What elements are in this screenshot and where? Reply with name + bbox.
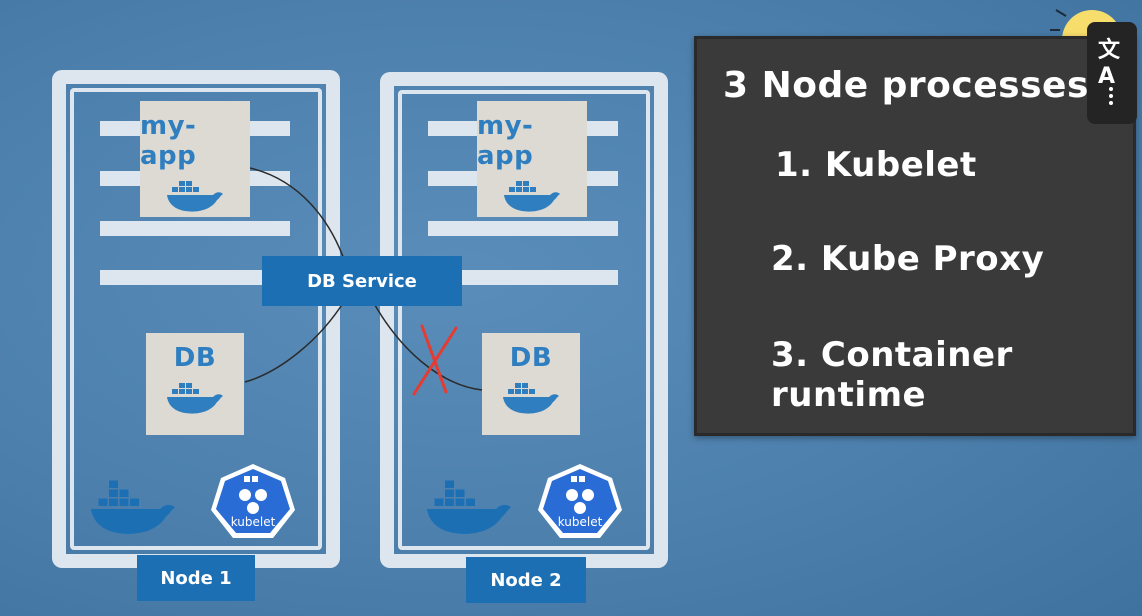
pod-label: DB [509, 343, 553, 373]
docker-whale-icon [504, 181, 560, 212]
app-to-service-line [249, 167, 346, 263]
node-1-bar [100, 221, 290, 236]
service-to-db1-line [244, 299, 346, 383]
overlay-toolbar: 文A [1087, 22, 1137, 124]
node-1-box [52, 70, 340, 568]
node-1-label: Node 1 [137, 555, 255, 601]
translate-icon[interactable]: 文A [1098, 38, 1121, 89]
pod-label: DB [173, 343, 217, 373]
db-service-box: DB Service [262, 256, 462, 306]
panel-item-container-runtime: 3. Container runtime [771, 335, 1013, 415]
pod-label: my-app [477, 111, 534, 171]
node-2-bar [428, 221, 618, 236]
kubelet-label: kubelet [557, 515, 603, 529]
docker-whale-icon [503, 383, 559, 414]
node-2-bar [428, 270, 618, 285]
docker-whale-icon [167, 383, 223, 414]
more-vertical-icon[interactable] [1109, 84, 1115, 108]
app2-to-service-line [344, 175, 380, 262]
kubelet-icon: kubelet [534, 462, 626, 540]
panel-title: 3 Node processes: [723, 65, 1104, 106]
panel-item-kube-proxy: 2. Kube Proxy [771, 239, 1045, 279]
panel-item-kubelet: 1. Kubelet [775, 145, 977, 185]
node-2-inner-frame [398, 90, 650, 550]
service-to-db2-line [371, 299, 483, 391]
node-1-db-pod: DB [146, 333, 244, 435]
node-2-box [380, 72, 668, 568]
node-processes-panel: 3 Node processes: 1. Kubelet 2. Kube Pro… [694, 36, 1136, 436]
docker-runtime-icon [427, 480, 511, 534]
broken-connection-cross-icon [412, 324, 458, 396]
docker-runtime-icon [91, 480, 175, 534]
node-2-my-app-pod: my-app [477, 101, 587, 217]
node-2-db-pod: DB [482, 333, 580, 435]
kubelet-icon: kubelet [207, 462, 299, 540]
node-2-label: Node 2 [466, 557, 586, 603]
pod-label: my-app [140, 111, 197, 171]
node-1-my-app-pod: my-app [140, 101, 250, 217]
node-1-inner-frame [70, 88, 322, 550]
docker-whale-icon [167, 181, 223, 212]
kubelet-label: kubelet [230, 515, 276, 529]
node-1-bar [100, 270, 290, 285]
